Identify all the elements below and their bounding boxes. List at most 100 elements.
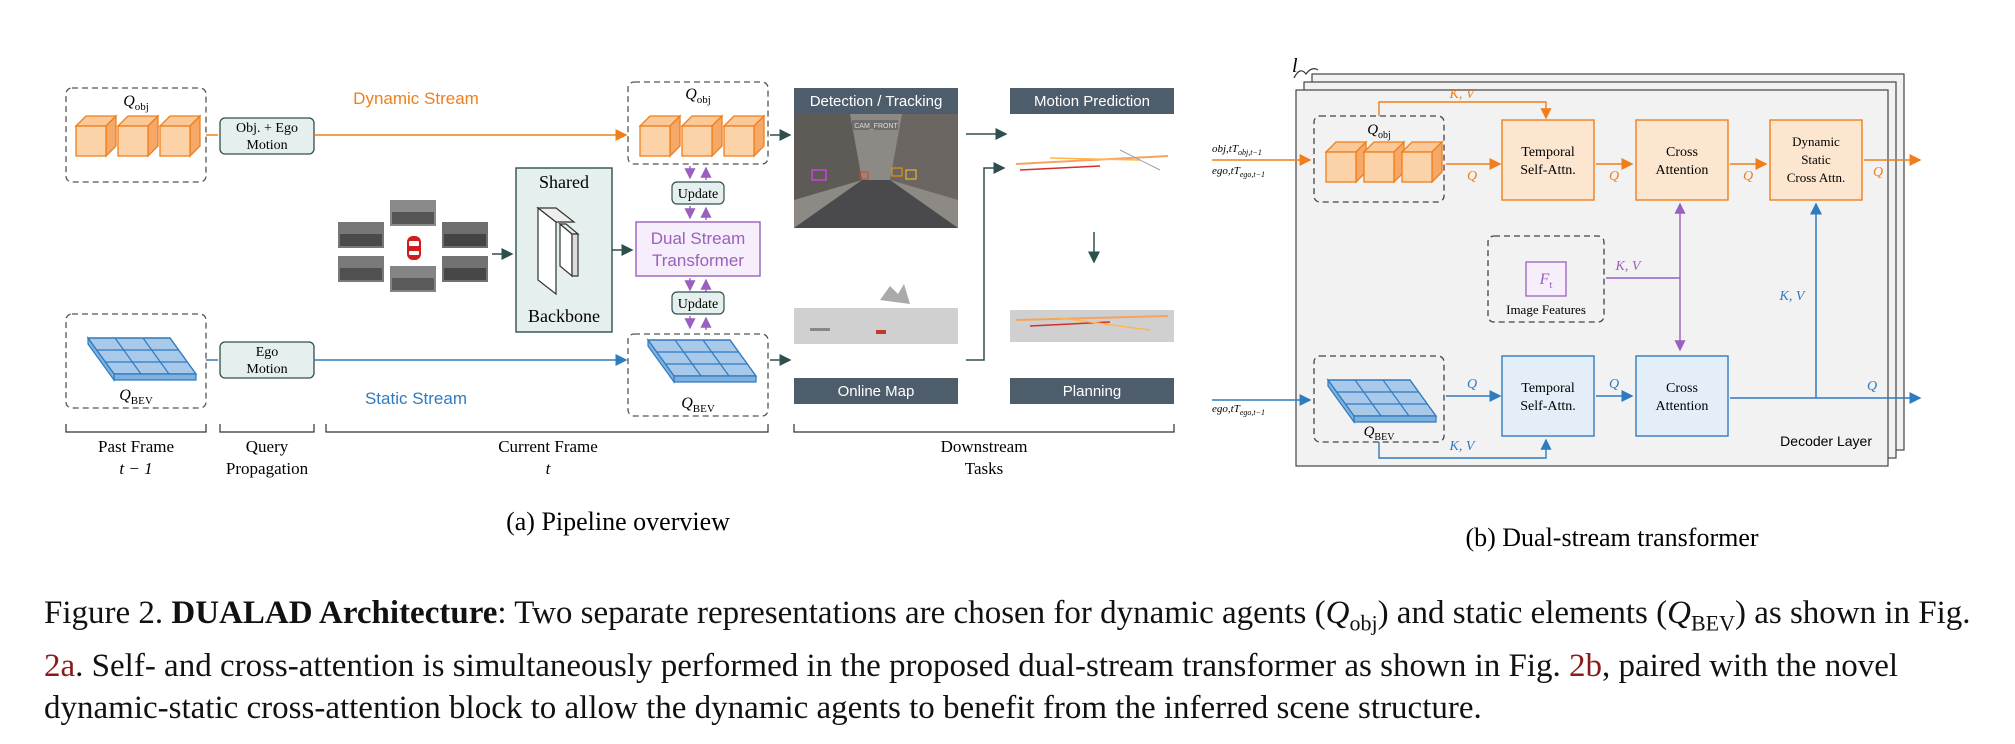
svg-text:Q: Q [1867,379,1877,394]
past-frame-t: t − 1 [119,459,152,478]
image-features-label: Image Features [1506,302,1586,317]
kv-image-label: K, V [1615,259,1642,274]
t-ego-label: ego,tTego,t−1 [1212,165,1265,179]
dual-stream-line1: Dual Stream [651,229,745,248]
current-frame-brace [325,424,769,433]
update-bottom-label: Update [678,297,718,312]
multi-camera-images [338,200,488,292]
svg-text:Cross: Cross [1666,145,1698,160]
detection-tracking-label: Detection / Tracking [810,93,943,110]
kv-bottom-label: K, V [1449,439,1476,454]
q-obj-sub: obj [135,101,149,113]
svg-text:Q: Q [1873,165,1883,180]
svg-text:Q: Q [1743,169,1753,184]
t-ego-bottom-label: ego,tTego,t−1 [1212,403,1265,417]
planning-header [1010,378,1174,404]
caption-title: DUALAD Architecture [171,595,498,631]
planning-image [1010,270,1174,378]
ego-motion-line1: Ego [256,345,279,360]
kv-top-label: K, V [1449,87,1476,102]
static-stream-label: Static Stream [365,389,467,408]
cross-attention-bev [1635,355,1729,437]
ref-fig-2a[interactable]: 2a [44,647,76,684]
dual-stream-transformer-box [635,221,761,277]
obj-ego-motion-line2: Motion [246,138,287,153]
kv-static-label: K, V [1779,289,1806,304]
online-map-header [794,378,958,404]
svg-text:QBEV: QBEV [1364,424,1396,443]
svg-text:Dynamic: Dynamic [1792,134,1840,149]
obj-ego-motion-line1: Obj. + Ego [236,121,298,136]
svg-text:Self-Attn.: Self-Attn. [1520,163,1576,178]
ego-car-icon [407,236,421,260]
figure-label: Figure 2. [44,595,164,631]
detection-tracking-header [794,88,958,114]
query-propagation-line2: Propagation [226,459,309,478]
figure-caption: Figure 2. DUALAD Architecture: Two separ… [44,595,1971,726]
downstream-line1: Downstream [941,437,1028,456]
object-query-cubes [75,115,201,157]
svg-text:Cross: Cross [1666,381,1698,396]
svg-text:Qobj: Qobj [123,93,149,113]
svg-text:Qobj: Qobj [1367,122,1391,141]
decoder-q-obj-box [1313,115,1445,203]
update-bottom-box [671,291,725,315]
online-map-label: Online Map [838,383,915,400]
dynamic-static-cross-attn [1769,119,1863,201]
ego-motion-line2: Motion [246,362,287,377]
svg-text:Qobj: Qobj [685,86,711,106]
backbone-layers-icon [536,206,580,296]
backbone-label: Backbone [528,306,600,326]
query-propagation-brace [219,424,315,433]
temporal-self-attn-bev [1501,355,1595,437]
svg-text:Q: Q [1467,377,1477,392]
t-obj-label: obj,tTobj,t−1 [1212,143,1262,157]
decoder-layer-label: Decoder Layer [1780,433,1872,449]
update-top-label: Update [678,187,718,202]
past-frame-label: Past Frame [98,437,174,456]
motion-prediction-label: Motion Prediction [1034,93,1150,110]
motion-prediction-image [1010,114,1174,214]
obj-ego-motion-box [219,117,315,155]
cam-front-label: CAM_FRONT [854,123,898,130]
downstream-line2: Tasks [965,459,1003,478]
past-frame-brace [65,424,207,433]
svg-text:Self-Attn.: Self-Attn. [1520,399,1576,414]
svg-text:QBEV: QBEV [681,395,715,415]
svg-text:Static: Static [1801,152,1831,167]
planning-label: Planning [1063,383,1121,400]
dual-stream-transformer-detail: l obj,tTobj,t−1 ego,tTego,t−1 ego,tTego,… [1212,55,1922,552]
cross-attention-obj [1635,119,1729,201]
motion-prediction-header [1010,88,1174,114]
query-propagation-line1: Query [246,437,289,456]
subcaption-b: (b) Dual-stream transformer [1465,523,1758,552]
svg-text:Cross Attn.: Cross Attn. [1787,170,1846,185]
image-features-box [1487,235,1605,323]
svg-text:Attention: Attention [1656,163,1709,178]
svg-text:Q: Q [1609,169,1619,184]
ref-fig-2b[interactable]: 2b [1569,647,1603,684]
temporal-self-attn-obj [1501,119,1595,201]
svg-text:Q: Q [1609,377,1619,392]
pipeline-overview: Qobj QBEV Obj. + Ego Motion Dynamic Stre… [65,81,1175,536]
dual-stream-line2: Transformer [652,251,744,270]
update-top-box [671,181,725,205]
svg-text:Attention: Attention [1656,399,1709,414]
front-camera-image: CAM_FRONT [794,114,958,228]
current-frame-label: Current Frame [498,437,598,456]
shared-label: Shared [539,172,589,192]
q-obj-symbol: Q [123,93,135,110]
subcaption-a: (a) Pipeline overview [506,507,730,536]
current-frame-t: t [546,459,552,478]
downstream-brace [793,424,1175,433]
dynamic-stream-label: Dynamic Stream [353,89,479,108]
layer-symbol: l [1292,55,1298,77]
svg-text:Temporal: Temporal [1521,145,1575,160]
svg-text:QBEV: QBEV [119,387,153,407]
online-map-image [794,270,958,378]
decoder-q-bev-box [1313,355,1445,443]
svg-text:Ft: Ft [1539,271,1553,291]
image-features-icon [1525,261,1567,297]
architecture-figure: Qobj QBEV Obj. + Ego Motion Dynamic Stre… [65,55,1922,552]
svg-text:Q: Q [1467,169,1477,184]
